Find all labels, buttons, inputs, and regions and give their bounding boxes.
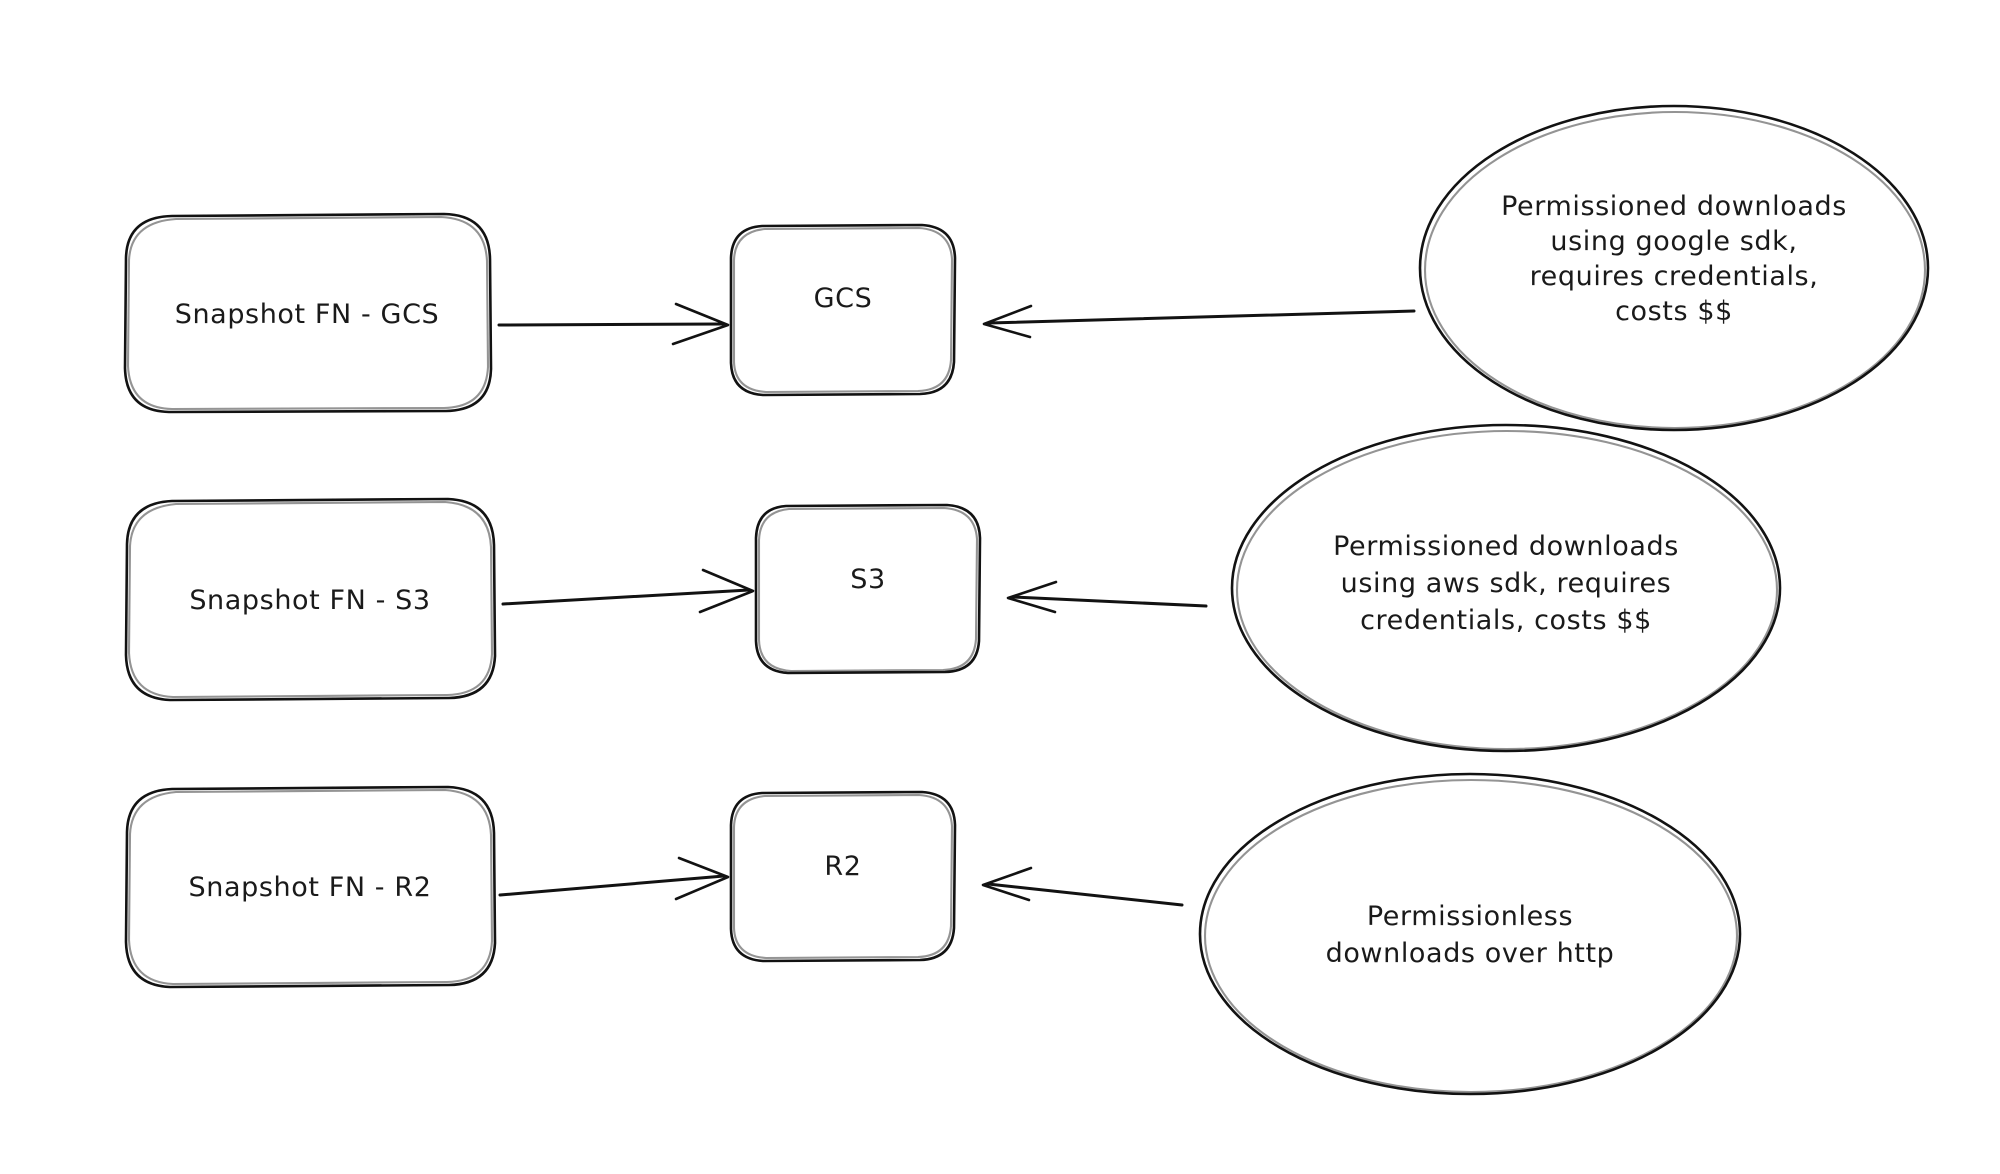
note-gcs: Permissioned downloads using google sdk,… bbox=[1418, 104, 1930, 432]
note-r2-line-2: downloads over http bbox=[1326, 938, 1615, 969]
node-label-gcs: GCS bbox=[814, 283, 873, 314]
node-label-snapshot-fn-r2: Snapshot FN - R2 bbox=[189, 872, 432, 903]
note-r2-line-1: Permissionless bbox=[1367, 901, 1573, 932]
note-gcs-line-2: using google sdk, bbox=[1550, 226, 1797, 257]
edge-note-gcs-to-gcs bbox=[982, 304, 1416, 339]
note-s3-line-2: using aws sdk, requires bbox=[1341, 568, 1672, 599]
node-snapshot-fn-s3[interactable]: Snapshot FN - S3 bbox=[124, 497, 497, 702]
edge-snapshot-fn-r2-to-r2 bbox=[498, 856, 730, 901]
node-label-s3: S3 bbox=[850, 564, 886, 595]
node-label-r2: R2 bbox=[824, 851, 861, 882]
edge-note-s3-to-s3 bbox=[1006, 580, 1208, 614]
node-snapshot-fn-r2[interactable]: Snapshot FN - R2 bbox=[124, 785, 497, 989]
node-s3[interactable]: S3 bbox=[754, 503, 982, 675]
note-s3: Permissioned downloads using aws sdk, re… bbox=[1230, 423, 1782, 753]
note-gcs-line-1: Permissioned downloads bbox=[1501, 191, 1847, 222]
edge-snapshot-fn-s3-to-s3 bbox=[501, 568, 755, 614]
node-r2[interactable]: R2 bbox=[729, 790, 957, 963]
note-r2: Permissionless downloads over http bbox=[1198, 772, 1742, 1096]
edge-note-r2-to-r2 bbox=[981, 866, 1184, 907]
note-s3-line-1: Permissioned downloads bbox=[1333, 531, 1679, 562]
note-s3-line-3: credentials, costs $$ bbox=[1360, 605, 1652, 636]
edge-snapshot-fn-gcs-to-gcs bbox=[497, 302, 730, 346]
note-gcs-line-4: costs $$ bbox=[1615, 296, 1733, 327]
node-label-snapshot-fn-gcs: Snapshot FN - GCS bbox=[175, 299, 440, 330]
node-snapshot-fn-gcs[interactable]: Snapshot FN - GCS bbox=[123, 212, 493, 414]
row-r2: Snapshot FN - R2 R2 Permissionless downl… bbox=[124, 772, 1742, 1096]
row-s3: Snapshot FN - S3 S3 Permissioned downloa… bbox=[124, 423, 1782, 753]
row-gcs: Snapshot FN - GCS GCS Pe bbox=[123, 104, 1930, 432]
node-gcs[interactable]: GCS bbox=[729, 223, 957, 397]
note-gcs-line-3: requires credentials, bbox=[1530, 261, 1819, 292]
node-label-snapshot-fn-s3: Snapshot FN - S3 bbox=[189, 585, 430, 616]
